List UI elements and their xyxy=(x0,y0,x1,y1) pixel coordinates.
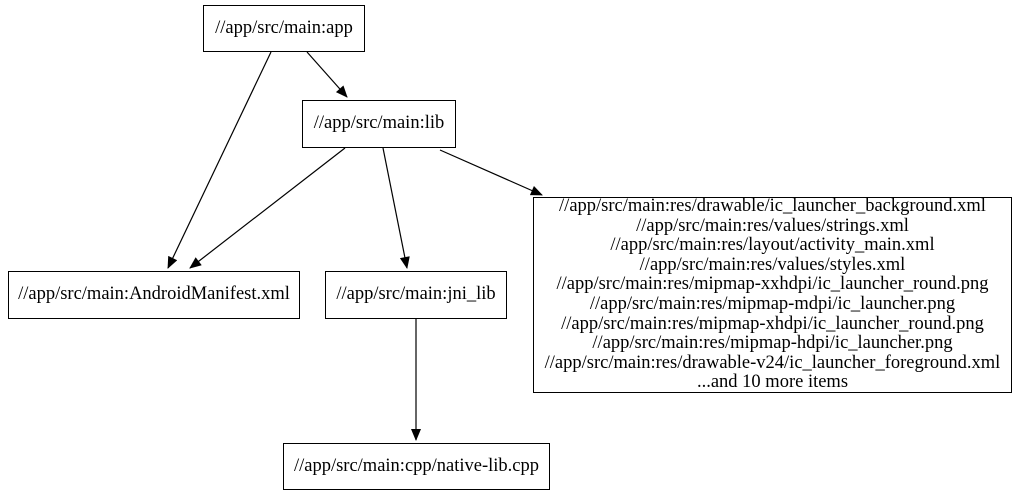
graph-node-app-label: //app/src/main:app xyxy=(215,17,353,38)
graph-node-native-lib-cpp-label: //app/src/main:cpp/native-lib.cpp xyxy=(293,455,540,476)
resource-item: //app/src/main:res/layout/activity_main.… xyxy=(610,235,935,256)
resource-item: //app/src/main:res/values/strings.xml xyxy=(636,215,909,236)
graph-node-lib: //app/src/main:lib xyxy=(302,100,456,148)
graph-node-jni-lib-label: //app/src/main:jni_lib xyxy=(336,284,496,305)
resource-item: //app/src/main:res/values/styles.xml xyxy=(639,254,906,275)
resource-item: //app/src/main:res/mipmap-xxhdpi/ic_laun… xyxy=(556,274,989,295)
resource-item: //app/src/main:res/drawable-v24/ic_launc… xyxy=(544,352,1001,373)
resource-item: //app/src/main:res/mipmap-mdpi/ic_launch… xyxy=(589,294,956,314)
resource-more-items: ...and 10 more items xyxy=(696,372,849,393)
graph-node-app: //app/src/main:app xyxy=(203,5,365,52)
edge-lib-to-android-manifest xyxy=(189,147,346,269)
graph-node-jni-lib: //app/src/main:jni_lib xyxy=(325,271,507,319)
resource-item: //app/src/main:res/mipmap-xhdpi/ic_launc… xyxy=(561,313,984,334)
graph-node-native-lib-cpp: //app/src/main:cpp/native-lib.cpp xyxy=(283,443,550,490)
graph-node-resources-group: //app/src/main:res/drawable/ic_launcher_… xyxy=(533,196,1012,393)
resource-item: //app/src/main:res/drawable/ic_launcher_… xyxy=(559,196,986,217)
graph-node-android-manifest-label: //app/src/main:AndroidManifest.xml xyxy=(18,284,290,305)
edge-app-to-android-manifest xyxy=(167,51,272,269)
graph-node-android-manifest: //app/src/main:AndroidManifest.xml xyxy=(8,271,300,319)
edge-app-to-lib xyxy=(306,51,348,98)
graph-node-lib-label: //app/src/main:lib xyxy=(313,113,445,134)
resource-item: //app/src/main:res/mipmap-hdpi/ic_launch… xyxy=(592,333,953,354)
edge-lib-to-jni-lib xyxy=(382,147,410,269)
edge-lib-to-resources xyxy=(439,149,543,196)
